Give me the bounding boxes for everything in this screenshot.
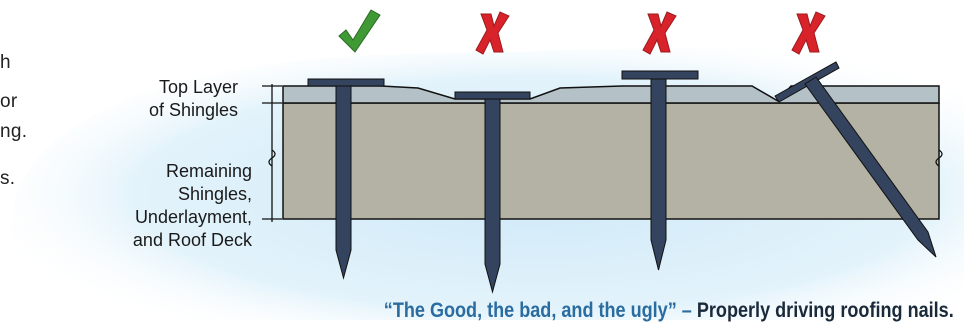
nail-icon [454,91,531,294]
caption-text: Properly driving roofing nails. [697,299,954,322]
x-mark-icon [642,11,677,55]
diagram-caption: “The Good, the bad, and the ugly” – Prop… [384,299,954,323]
label-line: Underlayment, [134,207,252,227]
label-line: and Roof Deck [132,230,252,250]
label-line: Shingles, [177,184,252,204]
x-mark-icon [475,11,510,55]
caption-quote: “The Good, the bad, and the ugly” [384,299,678,322]
check-mark-icon [338,9,381,53]
intro-text-fragment: ng. [0,121,28,142]
label-line: Remaining [165,161,252,181]
break-line-icon [935,149,943,167]
roof-deck-layer [282,102,940,220]
x-mark-icon [791,11,826,55]
remaining-layers-label: Remaining Shingles, Underlayment, and Ro… [133,160,252,252]
intro-text-fragment: s. [0,168,16,189]
top-layer-label: Top Layer of Shingles [149,76,238,122]
top-shingle-layer [282,85,940,104]
nail-icon [774,61,937,258]
label-line: Top Layer [158,77,238,97]
nail-icon [621,70,699,271]
intro-text-fragment: or [0,91,18,112]
layer-bracket [262,84,282,222]
intro-text-fragment: h [0,52,11,73]
caption-dash: – [677,299,698,322]
nail-icon [307,78,385,280]
label-line: of Shingles [148,100,238,120]
